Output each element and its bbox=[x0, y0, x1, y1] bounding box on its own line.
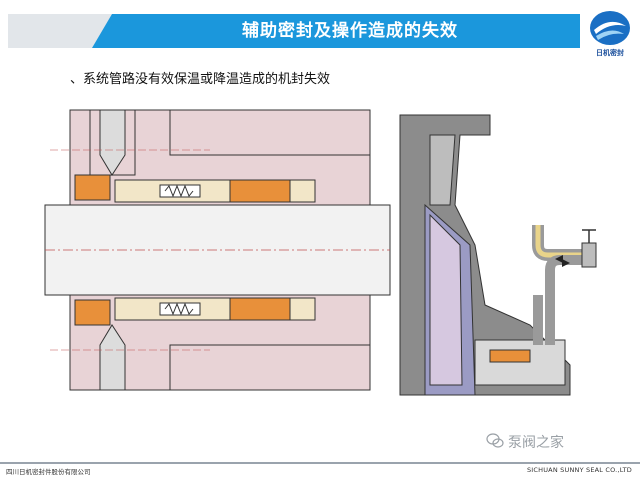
watermark-text: 泵阀之家 bbox=[508, 435, 564, 451]
company-logo-icon bbox=[590, 11, 630, 45]
logo-text: 日机密封 bbox=[596, 49, 624, 57]
footer-company-cn: 四川日机密封件股份有限公司 bbox=[6, 468, 91, 476]
wechat-icon bbox=[486, 433, 504, 448]
slide-subtitle: 、系统管路没有效保温或降温造成的机封失效 bbox=[70, 72, 331, 87]
header-blue-band bbox=[92, 14, 580, 48]
slide-header: 辅助密封及操作造成的失效 日机密封 bbox=[0, 0, 640, 57]
slide-title: 辅助密封及操作造成的失效 bbox=[242, 21, 458, 41]
pump-assembly bbox=[399, 114, 597, 396]
seal-cross-section bbox=[44, 109, 391, 391]
footer-divider bbox=[0, 462, 640, 464]
footer-company-en: SICHUAN SUNNY SEAL CO.,LTD bbox=[526, 466, 632, 474]
seal-diagram bbox=[44, 109, 597, 396]
